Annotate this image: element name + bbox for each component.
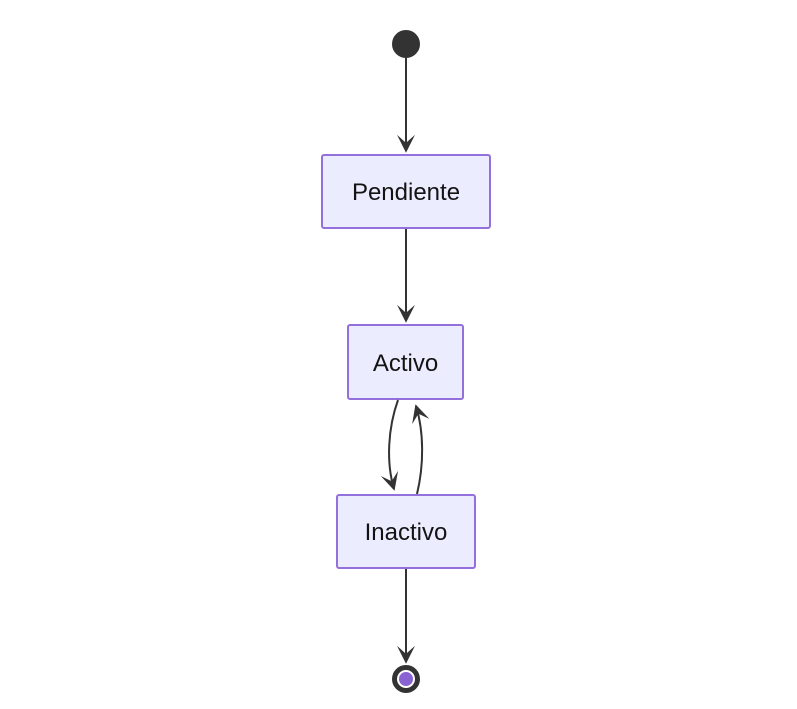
edge-activo-to-inactivo <box>380 399 399 491</box>
state-node-pendiente <box>321 154 491 229</box>
initial-state-icon <box>392 30 420 58</box>
state-label-pendiente: Pendiente <box>352 179 460 206</box>
state-node-activo <box>347 324 464 400</box>
final-state-inner-dot-icon <box>399 672 413 686</box>
edge-inactivo-to-activo <box>412 404 430 495</box>
state-label-inactivo: Inactivo <box>365 519 448 546</box>
state-node-inactivo <box>336 494 476 569</box>
state-label-activo: Activo <box>373 350 438 377</box>
